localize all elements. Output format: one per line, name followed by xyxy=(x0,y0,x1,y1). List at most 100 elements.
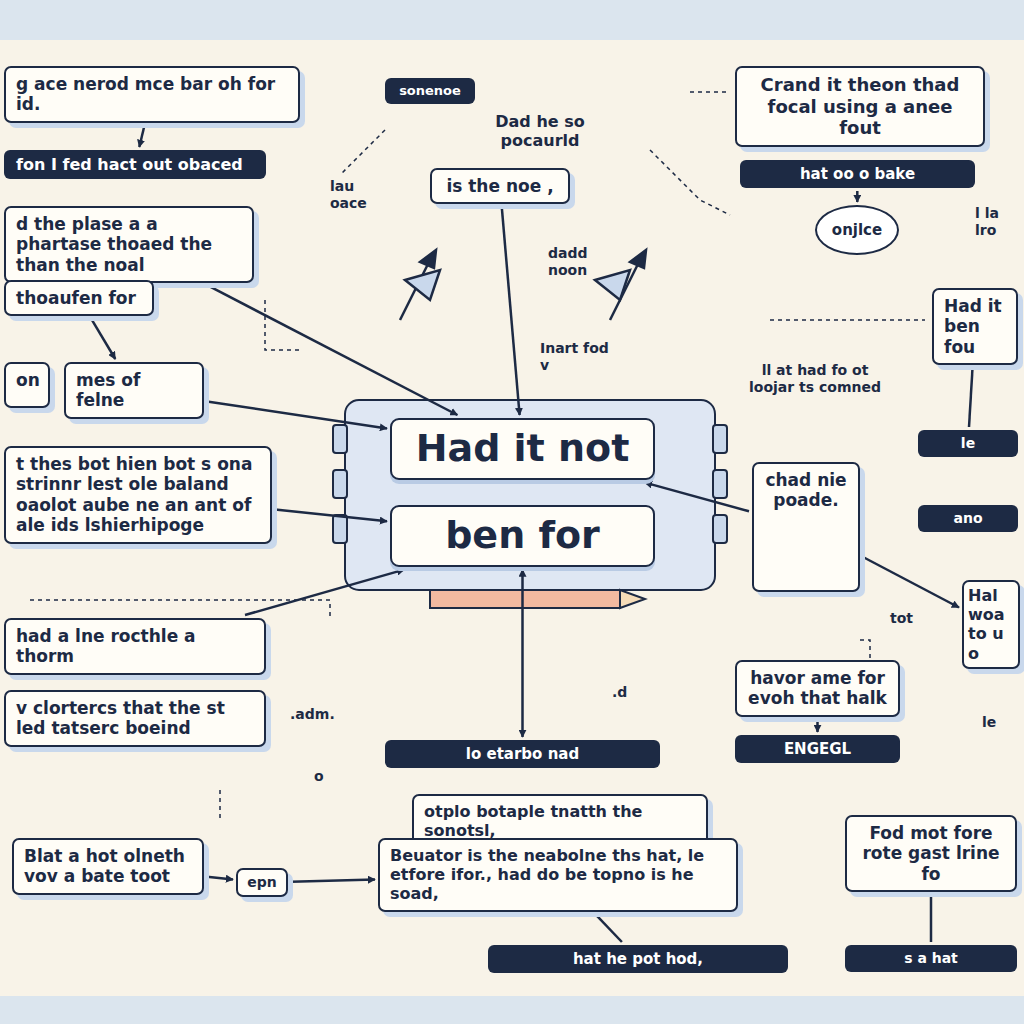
pencil xyxy=(430,590,645,608)
arrow-head xyxy=(420,250,436,268)
note-box: v clortercs that the st led tatserc boei… xyxy=(4,690,266,747)
node-text: hat he pot hod, xyxy=(500,950,776,968)
note-box: Hal woa to u o xyxy=(962,580,1020,669)
paragraph-box: t thes bot hien bot s ona strinnr lest o… xyxy=(4,446,272,544)
node-text: Hal woa to u o xyxy=(968,586,1014,663)
free-label: l la lro xyxy=(975,205,1020,239)
connector-arrow xyxy=(502,207,520,415)
dashed-guide xyxy=(340,130,385,175)
node-text: onjlce xyxy=(823,221,891,239)
connector-arrow xyxy=(209,286,457,415)
free-label: le xyxy=(982,714,1012,731)
connector-arrow xyxy=(92,319,116,359)
header-bar: fon I fed hact out obaced xyxy=(4,150,266,179)
node-text: t thes bot hien bot s ona strinnr lest o… xyxy=(16,454,260,536)
frame-tab xyxy=(333,470,347,498)
dashed-guide xyxy=(770,319,925,321)
node-text: Had it not xyxy=(402,426,643,472)
note-box: is the noe , xyxy=(430,168,570,204)
node-text: chad nie poade. xyxy=(764,470,848,511)
free-label: Dad he so pocaurld xyxy=(455,112,625,150)
note-box: had a lne rocthle a thorm xyxy=(4,618,266,675)
node-text: Crand it theon thad focal using a anee f… xyxy=(747,74,973,139)
free-label: tot xyxy=(890,610,930,627)
node-text: epn xyxy=(242,874,282,891)
main-phrase-box: ben for xyxy=(390,505,655,567)
node-text: Blat a hot olneth vov a bate toot xyxy=(24,846,192,887)
node-text: lo etarbo nad xyxy=(397,745,648,763)
background-band xyxy=(0,0,1024,40)
free-label: .d xyxy=(612,684,642,701)
book-box: Had it ben fou xyxy=(932,288,1018,365)
node-text: on xyxy=(16,370,38,390)
header-bar: hat oo o bake xyxy=(740,160,975,188)
note-box: mes of felne xyxy=(64,362,204,419)
connector-arrow xyxy=(207,401,387,428)
note-box: havor ame for evoh that halk xyxy=(735,660,900,717)
node-text: s a hat xyxy=(857,950,1005,967)
connector-arrow xyxy=(291,880,375,882)
frame-tab xyxy=(333,425,347,453)
footer-bar: hat he pot hod, xyxy=(488,945,788,973)
sentence-box: Beuator is the neabolne ths hat, le etfo… xyxy=(378,838,738,912)
pencil-tip xyxy=(620,590,645,608)
pencil-body xyxy=(430,590,620,608)
note-box: Crand it theon thad focal using a anee f… xyxy=(735,66,985,147)
connector-arrow xyxy=(245,570,404,615)
header-bar: lo etarbo nad xyxy=(385,740,660,768)
node-text: ano xyxy=(930,510,1006,527)
note-box: on xyxy=(4,362,50,408)
dashed-guide xyxy=(219,790,221,820)
background-band xyxy=(0,996,1024,1024)
frame-tab xyxy=(713,470,727,498)
arrow-bar: ENGEGL xyxy=(735,735,900,763)
note-box: Blat a hot olneth vov a bate toot xyxy=(12,838,204,895)
connector-arrow xyxy=(969,368,973,427)
header-bar: le xyxy=(918,430,1018,457)
frame-tab xyxy=(333,515,347,543)
small-arrows xyxy=(400,250,646,320)
node-text: sonenoe xyxy=(397,83,463,99)
circle-node: onjlce xyxy=(815,205,899,255)
main-phrase-box: Had it not xyxy=(390,418,655,480)
dashed-guide xyxy=(860,640,870,660)
pill-tag: sonenoe xyxy=(385,78,475,104)
node-text: Had it ben fou xyxy=(944,296,1006,357)
node-text: Beuator is the neabolne ths hat, le etfo… xyxy=(390,846,726,904)
node-text: mes of felne xyxy=(76,370,192,411)
small-box: epn xyxy=(236,868,288,897)
node-text: ENGEGL xyxy=(747,740,888,758)
node-text: havor ame for evoh that halk xyxy=(747,668,888,709)
icon-box: chad nie poade. xyxy=(752,462,860,592)
free-label: lau oace xyxy=(330,178,390,212)
connector-arrow xyxy=(816,720,819,732)
connector-arrow xyxy=(521,570,524,737)
connector-arrow xyxy=(856,191,859,202)
node-text: ben for xyxy=(402,513,643,559)
note-box: d the plase a a phartase thoaed the than… xyxy=(4,206,254,283)
note-box: Fod mot fore rote gast lrine fo xyxy=(845,815,1017,892)
connector-arrow xyxy=(863,557,959,608)
node-text: le xyxy=(930,435,1006,452)
connector-arrow xyxy=(930,895,933,942)
node-text: hat oo o bake xyxy=(752,165,963,183)
connector-arrow xyxy=(596,915,622,942)
chevron xyxy=(405,270,440,300)
node-text: Fod mot fore rote gast lrine fo xyxy=(857,823,1005,884)
node-text: v clortercs that the st led tatserc boei… xyxy=(16,698,254,739)
dashed-guide xyxy=(650,150,730,215)
free-label: .adm. xyxy=(290,706,350,723)
main-frame xyxy=(345,400,715,590)
connector-arrow xyxy=(275,509,387,521)
node-text: thoaufen for xyxy=(16,288,142,308)
node-text: is the noe , xyxy=(442,176,558,196)
chevron xyxy=(595,270,630,300)
dashed-guide xyxy=(690,91,730,93)
connector-arrow xyxy=(139,126,144,147)
frame-tab xyxy=(713,515,727,543)
free-label: ll at had fo ot loojar ts comned xyxy=(740,362,890,396)
connector-arrow xyxy=(207,877,233,880)
note-box: g ace nerod mce bar oh for id. xyxy=(4,66,300,123)
note-box: thoaufen for xyxy=(4,280,154,316)
connector-arrow xyxy=(645,483,749,512)
